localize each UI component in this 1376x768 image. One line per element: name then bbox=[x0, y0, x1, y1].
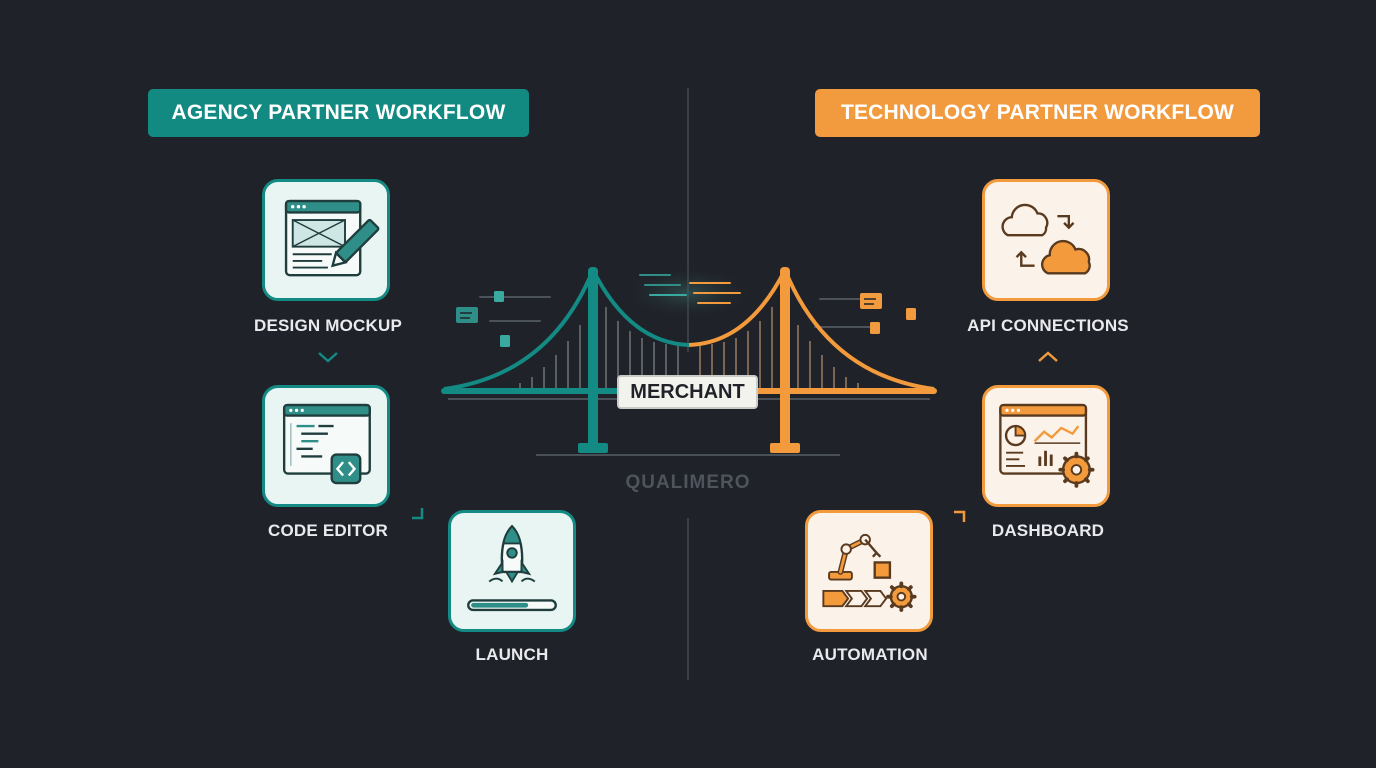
dashboard-label: DASHBOARD bbox=[991, 521, 1105, 540]
design-mockup-card bbox=[262, 179, 390, 301]
brand-wordmark: QUALIMERO bbox=[625, 472, 751, 493]
code-editor-card bbox=[262, 385, 390, 507]
api-connections-label: API CONNECTIONS bbox=[967, 316, 1129, 335]
chevron-corner-icon bbox=[412, 508, 424, 520]
chevron-down-icon bbox=[318, 352, 338, 363]
chevron-corner-icon-right bbox=[954, 510, 966, 522]
code-editor-icon bbox=[282, 403, 371, 485]
code-editor-label: CODE EDITOR bbox=[268, 521, 388, 540]
suspension-bridge-icon bbox=[441, 265, 937, 456]
chevron-up-icon bbox=[1038, 351, 1058, 362]
dashboard-card bbox=[982, 385, 1110, 507]
rocket-launch-icon bbox=[467, 524, 557, 612]
technology-workflow-header: TECHNOLOGY PARTNER WORKFLOW bbox=[815, 89, 1260, 137]
robot-arm-icon bbox=[822, 533, 917, 612]
automation-card bbox=[805, 510, 933, 632]
agency-workflow-header: AGENCY PARTNER WORKFLOW bbox=[148, 89, 529, 137]
launch-card bbox=[448, 510, 576, 632]
design-mockup-label: DESIGN MOCKUP bbox=[253, 316, 403, 335]
automation-label: AUTOMATION bbox=[812, 645, 928, 664]
center-divider-bottom bbox=[687, 518, 689, 680]
merchant-label: MERCHANT bbox=[617, 375, 758, 409]
cloud-sync-icon bbox=[1001, 203, 1091, 275]
dashboard-icon bbox=[999, 403, 1095, 488]
launch-label: LAUNCH bbox=[475, 645, 549, 664]
api-connections-card bbox=[982, 179, 1110, 301]
center-divider-top bbox=[687, 88, 689, 352]
design-mockup-icon bbox=[284, 199, 380, 277]
